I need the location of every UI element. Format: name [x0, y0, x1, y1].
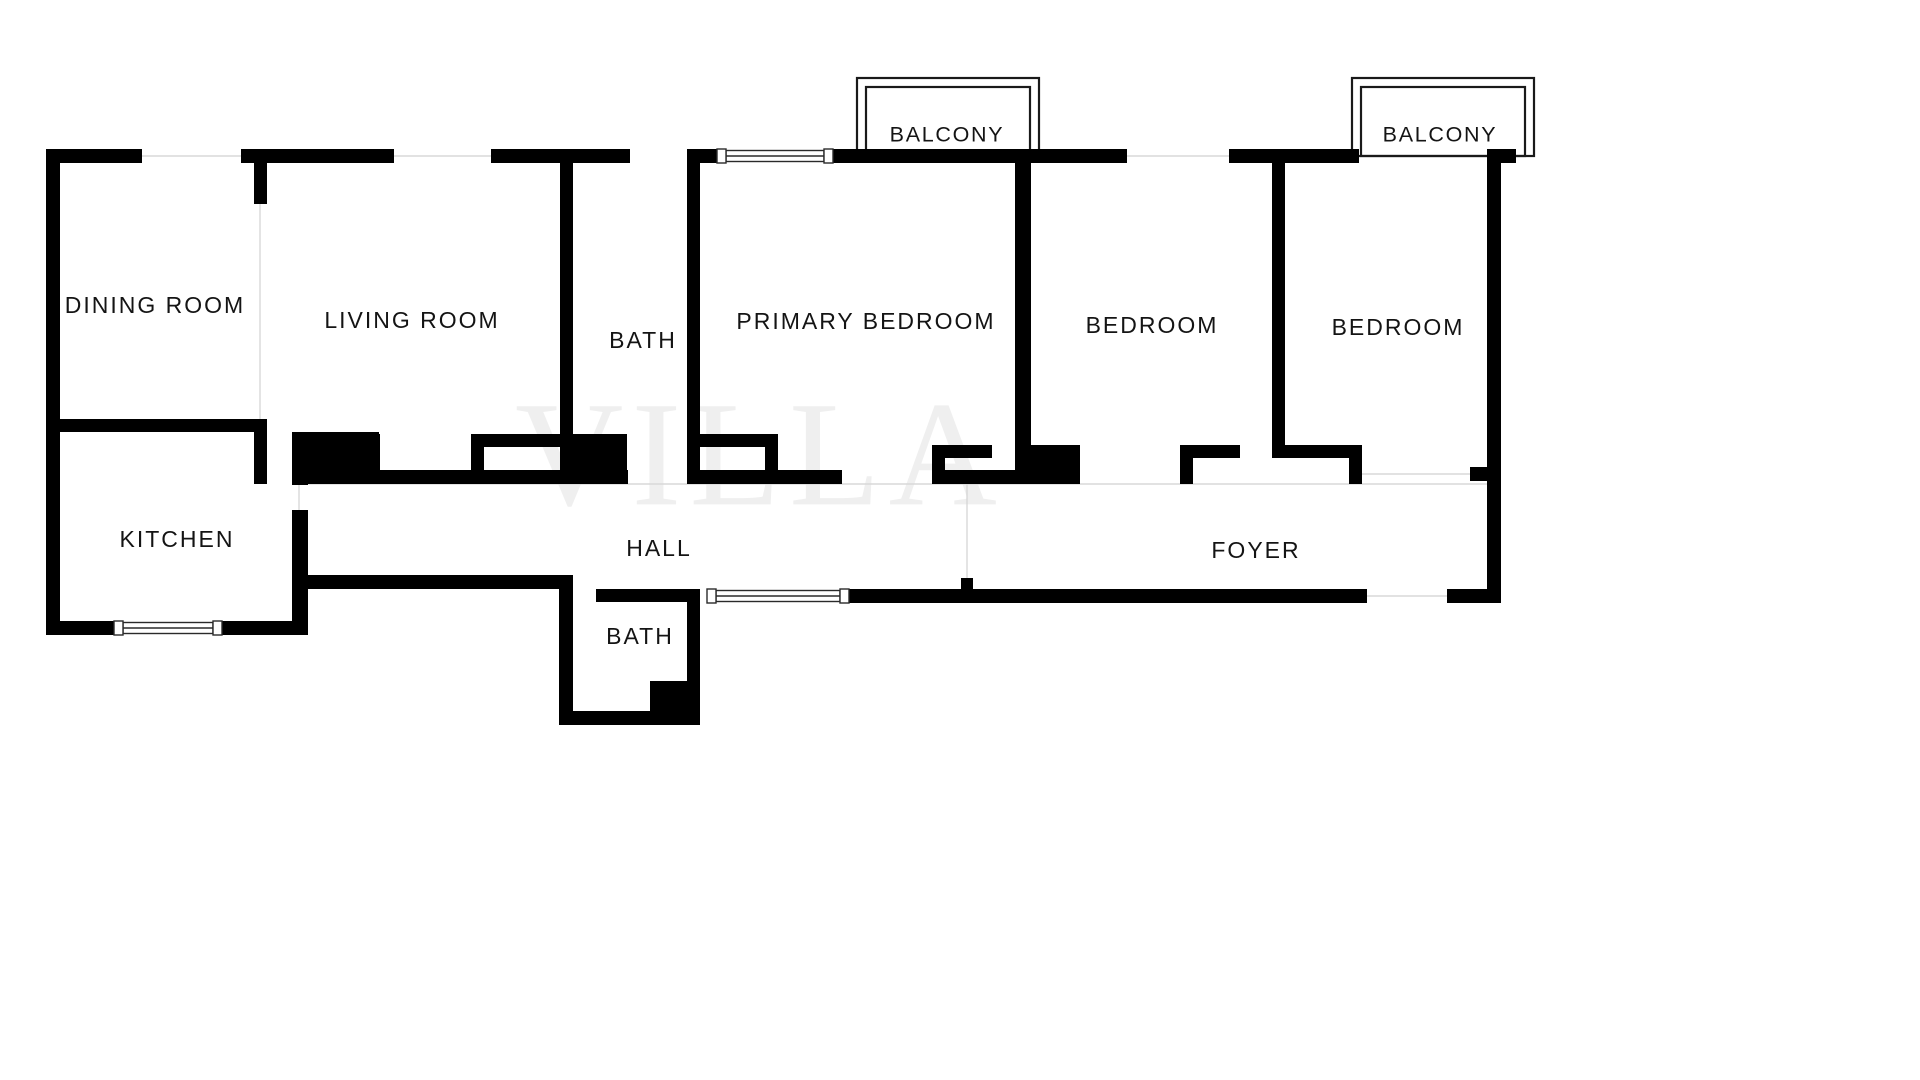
exterior-top-dining — [46, 149, 142, 163]
balcony-right-outline-inner — [1359, 85, 1527, 158]
bedroom-mid-right-wall — [1272, 153, 1285, 458]
kitchen-bottom-left — [46, 621, 114, 635]
bath-hall-wall-1 — [687, 434, 778, 447]
hall-bath-left-wall — [559, 575, 573, 725]
room-label-hall: HALL — [626, 535, 692, 561]
bath-lower-notch — [650, 681, 700, 725]
window-kitchen-bottom-jamb-right — [212, 620, 223, 636]
room-label-bedroom-right: BEDROOM — [1332, 314, 1465, 340]
exterior-left-upper — [46, 149, 60, 425]
kitchen-right-wall-a — [292, 445, 308, 485]
hall-bottom-wall — [308, 575, 572, 589]
bedroom-right-hall-wall — [1470, 467, 1501, 481]
room-label-balcony-right: BALCONY — [1383, 123, 1498, 147]
kitchen-right-wall-b — [292, 510, 308, 625]
room-labels-group: DINING ROOM LIVING ROOM BATH PRIMARY BEDROO… — [65, 123, 1498, 649]
living-bath-wall — [560, 153, 573, 443]
primary-hall-wall-2 — [932, 445, 992, 458]
bath-lower-top-seg — [596, 589, 687, 602]
exterior-top-primary — [833, 149, 1023, 163]
room-label-bedroom-middle: BEDROOM — [1086, 312, 1219, 338]
window-primary-bedroom-top-jamb-right — [823, 148, 834, 164]
bedroom-mid-hall-wall-2 — [1180, 445, 1240, 458]
window-hall-bottom-jamb-left — [706, 588, 717, 604]
window-hall-bottom-jamb-right — [839, 588, 850, 604]
room-label-primary-bedroom: PRIMARY BEDROOM — [736, 308, 995, 334]
windows-group — [113, 148, 850, 636]
foyer-bottom-wall-b — [1447, 589, 1501, 603]
dining-living-partition-a — [254, 149, 267, 204]
room-label-balcony-left: BALCONY — [890, 123, 1005, 147]
bath-primary-wall — [687, 153, 700, 483]
walls-group — [46, 149, 1516, 725]
exterior-right-lower — [1487, 467, 1501, 602]
room-label-bath-upper: BATH — [609, 327, 677, 353]
primary-bedroom-wall — [1015, 153, 1031, 478]
exterior-left-lower — [46, 419, 60, 635]
room-label-foyer: FOYER — [1211, 537, 1300, 563]
bedroom-mid-hall-wall-3 — [1272, 445, 1362, 458]
bath-hall-left-stub — [687, 434, 700, 484]
hall-foyer-post — [961, 578, 973, 590]
dining-kitchen-divider — [46, 419, 266, 432]
window-kitchen-bottom — [113, 620, 223, 636]
room-label-living-room: LIVING ROOM — [324, 307, 499, 333]
room-label-kitchen: KITCHEN — [120, 526, 235, 552]
dining-living-partition-b — [254, 419, 267, 484]
bath-hall-wall-2 — [765, 434, 778, 470]
bath-hall-wall-3 — [687, 470, 842, 484]
exterior-top-living-a — [241, 149, 394, 163]
exterior-right-upper — [1487, 149, 1501, 467]
kitchen-bottom-right — [222, 621, 308, 635]
window-kitchen-bottom-jamb-left — [113, 620, 124, 636]
room-label-dining-room: DINING ROOM — [65, 292, 245, 318]
window-primary-bedroom-top-jamb-left — [716, 148, 727, 164]
window-primary-bedroom-top — [716, 148, 834, 164]
balcony-right-outline — [1350, 76, 1536, 158]
bedroom-mid-hall-wall-4 — [1349, 445, 1362, 484]
room-label-bath-lower: BATH — [606, 623, 674, 649]
window-hall-bottom — [706, 588, 850, 604]
foyer-bottom-wall-a — [849, 589, 1367, 603]
primary-hall-wall-4 — [1015, 445, 1080, 484]
exterior-top-bedroom-mid — [1021, 149, 1127, 163]
balconies-group — [855, 76, 1536, 158]
exterior-top-bedroom-right — [1229, 149, 1359, 163]
living-hall-bottom-1 — [308, 470, 628, 484]
